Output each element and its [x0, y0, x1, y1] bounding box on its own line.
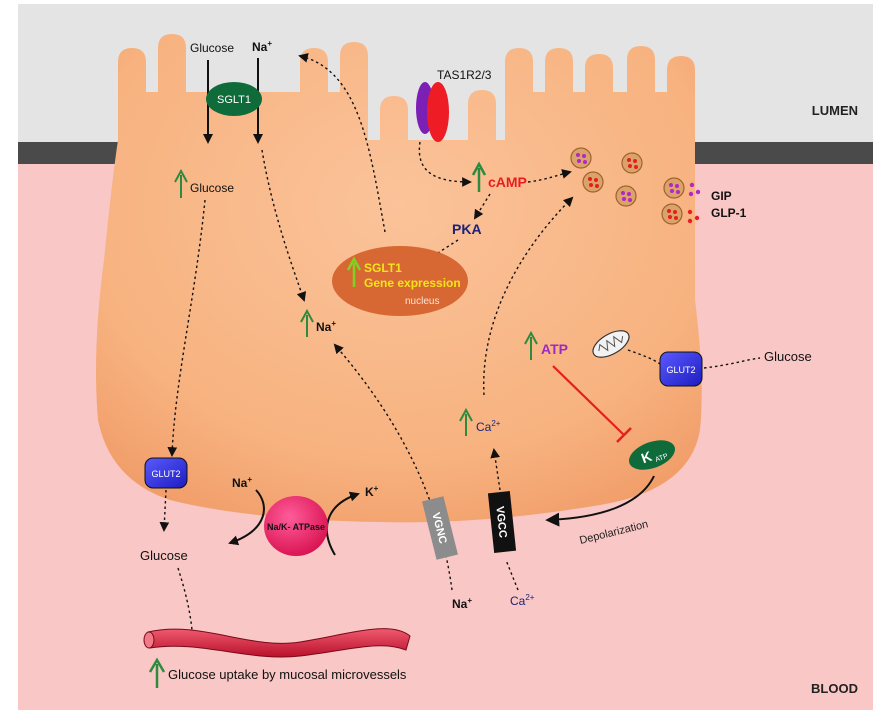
- side-glucose-line: [703, 357, 761, 369]
- atp-inhibition-bar: [616, 427, 632, 443]
- pump-label: Na/K- ATPase: [267, 522, 325, 532]
- atp-up-icon: [524, 330, 538, 360]
- lumen-glucose-label: Glucose: [190, 41, 234, 55]
- granule: [570, 147, 592, 169]
- katp-channel: K ATP: [629, 440, 675, 470]
- receptor-to-camp-arrow: [418, 141, 472, 187]
- blood-calcium-label: Ca2+: [510, 593, 535, 608]
- mito-to-glut2-line: [627, 349, 661, 365]
- mitochondrion-icon: [592, 330, 630, 358]
- atp-inhibition-line: [552, 365, 625, 436]
- depolarization-arrow: [545, 475, 655, 527]
- sglt1-transporter: [206, 82, 262, 116]
- calcium-to-granules-arrow: [483, 196, 574, 396]
- vgcc-channel: VGCC: [487, 491, 517, 553]
- glut2-side-label: GLUT2: [666, 365, 695, 375]
- glucose-exit-arrow: [159, 489, 170, 532]
- glp1-label: GLP-1: [711, 206, 747, 220]
- intracellular-glucose-label: Glucose: [190, 181, 234, 195]
- sglt1-feedback-arrow: [298, 53, 386, 233]
- glucose-to-glut2-arrow: [167, 199, 206, 457]
- camp-to-granules-arrow: [527, 169, 572, 183]
- nucleus: [332, 246, 468, 316]
- nucleus-sglt1-label: SGLT1: [364, 261, 402, 275]
- intracellular-sodium-label: Na+: [316, 319, 336, 334]
- gene-expression-up-icon: [346, 256, 362, 287]
- camp-up-icon: [471, 161, 487, 192]
- na-k-atpase-pump: [264, 496, 328, 556]
- calcium-up-icon: [459, 407, 473, 436]
- nucleus-label: nucleus: [405, 296, 439, 307]
- intracellular-calcium-label: Ca2+: [476, 419, 501, 434]
- granule: [621, 152, 643, 174]
- granule: [582, 171, 604, 193]
- vgcc-calcium-influx-arrow: [490, 448, 501, 491]
- sglt1-label: SGLT1: [217, 94, 251, 106]
- camp-label: cAMP: [488, 174, 527, 190]
- glucose-to-vessel-line: [177, 567, 193, 631]
- lumen-sodium-label: Na+: [252, 39, 272, 54]
- uptake-label: Glucose uptake by mucosal microvessels: [168, 667, 407, 682]
- pump-sodium-label: Na+: [232, 475, 252, 490]
- camp-to-pka-arrow: [473, 193, 491, 220]
- sodium-up-icon: [300, 308, 314, 337]
- glut2-side-transporter: [659, 351, 703, 387]
- atp-label: ATP: [541, 341, 568, 357]
- glut2-basal-label: GLUT2: [151, 469, 180, 479]
- pka-label: PKA: [452, 221, 482, 237]
- vgcc-label: VGCC: [493, 506, 508, 539]
- lumen-label: LUMEN: [812, 103, 858, 118]
- glucose-up-icon: [174, 168, 188, 198]
- pump-sodium-efflux-arrow: [228, 489, 265, 546]
- side-glucose-label: Glucose: [764, 349, 812, 364]
- granule: [615, 185, 637, 207]
- katp-sub-label: ATP: [654, 453, 669, 464]
- blood-glucose-label: Glucose: [140, 548, 188, 563]
- vessel-opening: [143, 631, 155, 649]
- blood-label: BLOOD: [811, 681, 858, 696]
- uptake-up-icon: [148, 657, 166, 688]
- glut2-basal-transporter: [144, 457, 188, 489]
- hormone-granules: [570, 147, 701, 225]
- mucosal-microvessel: [147, 628, 411, 658]
- gip-label: GIP: [711, 189, 732, 203]
- tas1r-label: TAS1R2/3: [437, 68, 492, 82]
- sodium-influx-arrow: [261, 149, 307, 302]
- pump-potassium-influx-arrow: [326, 491, 360, 556]
- granule-gip: [663, 177, 685, 199]
- vgnc-channel: VGNC: [422, 496, 458, 560]
- pump-potassium-label: K+: [365, 484, 379, 499]
- blood-sodium-label: Na+: [452, 596, 472, 611]
- nucleus-gene-expression-label: Gene expression: [364, 276, 461, 290]
- granule-glp1: [661, 203, 683, 225]
- tas1r3-subunit: [427, 82, 449, 142]
